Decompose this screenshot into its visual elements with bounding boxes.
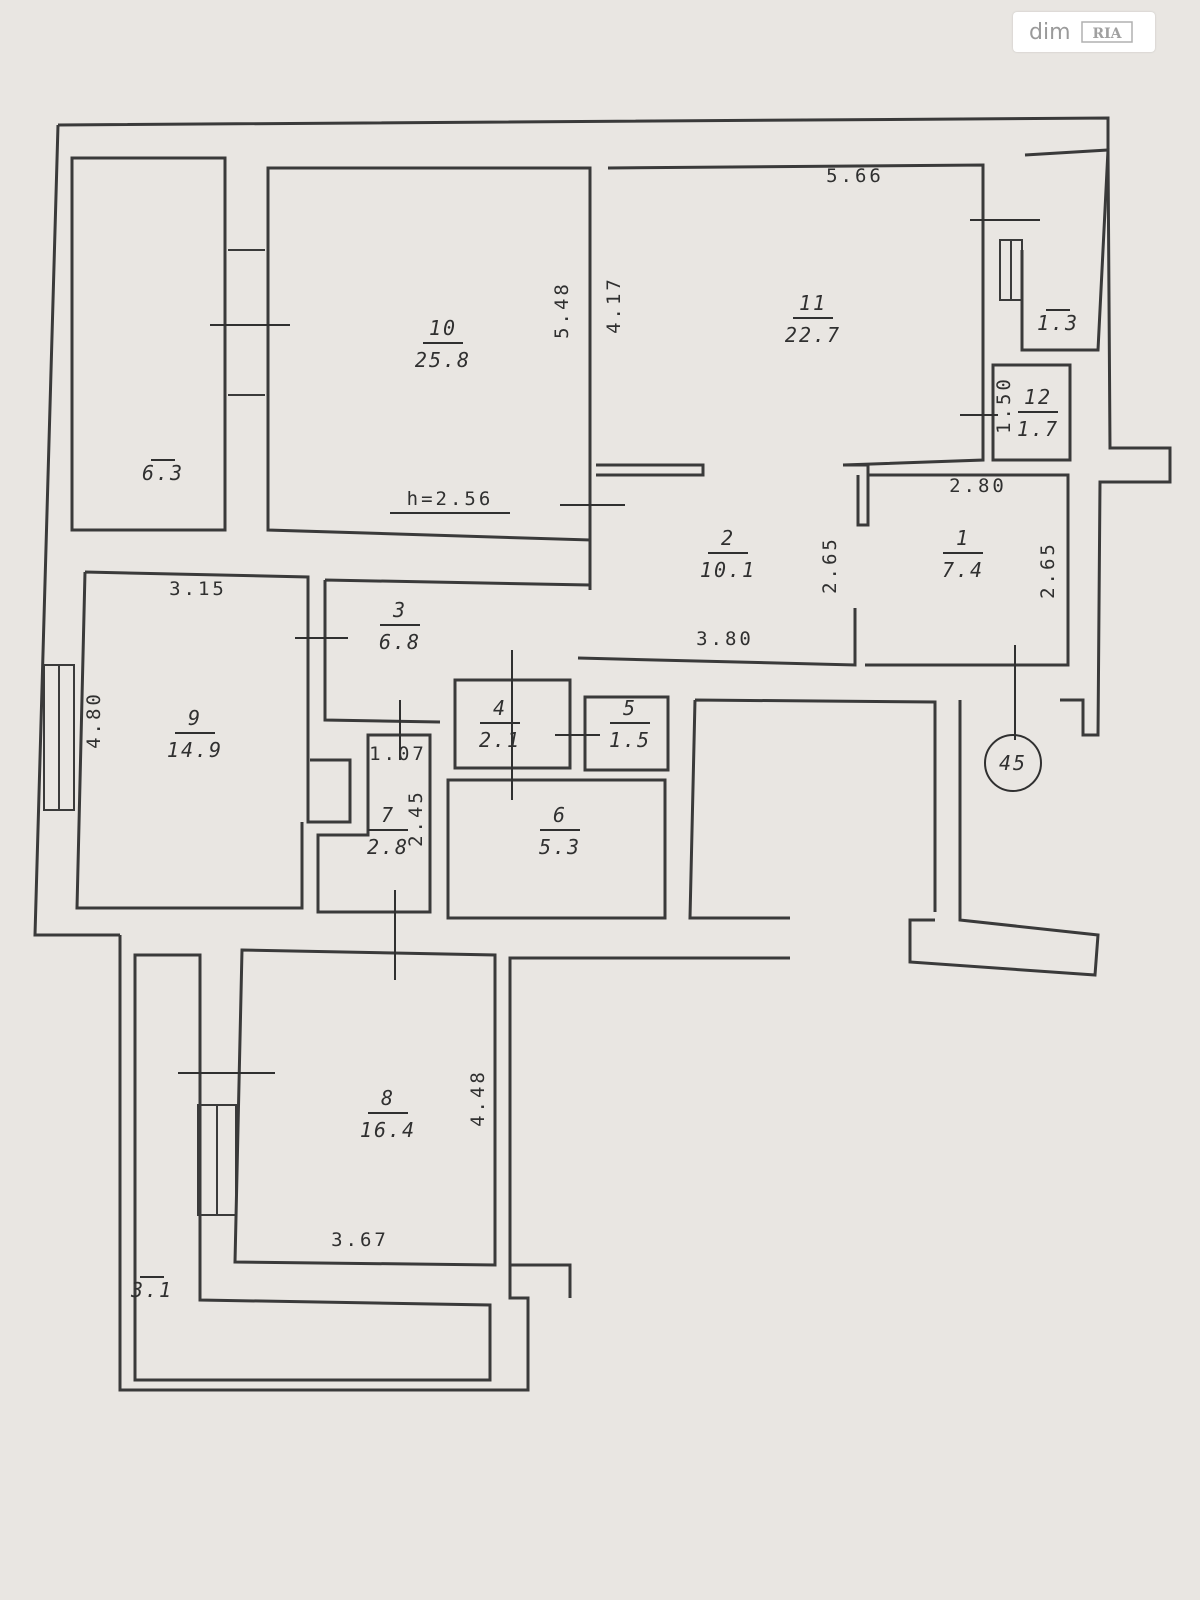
dimension-d-r8-width: 3.67 — [331, 1229, 389, 1251]
watermark-text: dim — [1029, 19, 1071, 45]
dimension-d-r10-height: 5.48 — [551, 281, 573, 339]
room-number-7: 7 — [381, 803, 395, 827]
room-labels: 1 7.4 2 10.1 3 6.8 4 2.1 5 1.5 6 5.3 7 2.8 8 16.4 9 14.9 1… — [167, 291, 1059, 1142]
windows-doors — [43, 219, 1040, 1216]
room-area-9: 14.9 — [167, 738, 223, 762]
room-area-1: 7.4 — [942, 558, 984, 582]
dimension-d-r8-height: 4.48 — [467, 1069, 489, 1127]
room-number-5: 5 — [623, 696, 637, 720]
watermark: dim RIA — [1013, 12, 1155, 52]
room-number-11: 11 — [799, 291, 827, 315]
room-11-partition — [596, 463, 705, 477]
room-11-walls — [607, 163, 985, 467]
dimension-d-r7-height: 2.45 — [405, 789, 427, 847]
room-number-4: 4 — [493, 696, 507, 720]
stair-wall-bottom — [118, 935, 790, 1392]
room-number-2: 2 — [721, 526, 735, 550]
dimension-d-r11-width: 5.66 — [826, 165, 884, 187]
balcony-area-b2: 1.3 — [1037, 311, 1079, 335]
ria-logo-icon: RIA — [1080, 21, 1133, 43]
room-number-12: 12 — [1024, 385, 1052, 409]
dimension-d-r7-width: 1.07 — [369, 743, 427, 765]
room-6-walls — [446, 778, 667, 920]
room-area-3: 6.8 — [379, 630, 421, 654]
dimension-labels: 5.66 5.48 4.17 h=2.56 2.80 2.65 2.65 3.80 3.15 4.… — [83, 165, 1059, 1251]
dimension-d-r9-height: 4.80 — [83, 691, 105, 749]
balcony-3-stub — [510, 1263, 572, 1298]
room-4-walls — [453, 678, 572, 770]
dimension-d-ceiling: h=2.56 — [407, 488, 494, 510]
room-3-walls — [323, 578, 591, 724]
room-8-walls — [233, 948, 497, 1267]
room-area-12: 1.7 — [1017, 417, 1059, 441]
balcony-area-b3: 3.1 — [130, 1278, 173, 1302]
dimension-d-r2-width: 3.80 — [696, 628, 754, 650]
balcony-3-walls — [133, 953, 492, 1382]
room-9-walls — [75, 570, 352, 910]
room-1-door-post — [843, 463, 870, 527]
room-area-10: 25.8 — [415, 348, 471, 372]
room-area-5: 1.5 — [609, 728, 651, 752]
dimension-d-r1-height-r: 2.65 — [1037, 541, 1059, 599]
room-1-walls — [865, 473, 1070, 667]
room-area-4: 2.1 — [479, 728, 521, 752]
dimension-d-r11-height: 4.17 — [603, 276, 625, 334]
apartment-marker: 45 — [984, 734, 1042, 792]
room-area-2: 10.1 — [700, 558, 756, 582]
ria-logo-text: RIA — [1092, 26, 1122, 42]
dimension-d-r12-width: 1.50 — [993, 376, 1015, 434]
outer-wall-top — [57, 116, 1110, 150]
outer-wall-left — [33, 124, 120, 937]
stair-landing — [908, 700, 1100, 977]
walls — [33, 116, 1172, 1392]
balcony-1-walls — [1020, 148, 1110, 352]
balcony-area-b1: 6.3 — [142, 461, 184, 485]
room-5-walls — [583, 695, 670, 772]
room-2-lower-wall — [577, 608, 857, 667]
room-number-6: 6 — [553, 803, 567, 827]
room-number-8: 8 — [381, 1086, 395, 1110]
outer-wall-right — [1060, 149, 1172, 737]
dimension-d-r9-width: 3.15 — [169, 578, 227, 600]
stair-wall-left — [688, 698, 937, 920]
dimension-d-r1-width: 2.80 — [949, 475, 1007, 497]
room-number-3: 3 — [392, 598, 407, 622]
room-7-walls — [316, 733, 432, 914]
balcony-labels: 6.3 1.3 3.1 — [130, 309, 1079, 1302]
room-number-10: 10 — [429, 316, 457, 340]
apartment-number-circle — [984, 734, 1042, 792]
room-area-8: 16.4 — [360, 1118, 416, 1142]
apartment-number: 45 — [999, 751, 1027, 775]
room-area-11: 22.7 — [785, 323, 841, 347]
room-area-6: 5.3 — [539, 835, 581, 859]
room-10-outer-left — [70, 156, 227, 532]
room-area-7: 2.8 — [367, 835, 409, 859]
room-12-walls — [991, 363, 1072, 462]
room-number-1: 1 — [956, 526, 970, 550]
room-number-9: 9 — [188, 706, 202, 730]
dimension-d-r1-height-l: 2.65 — [819, 536, 841, 594]
